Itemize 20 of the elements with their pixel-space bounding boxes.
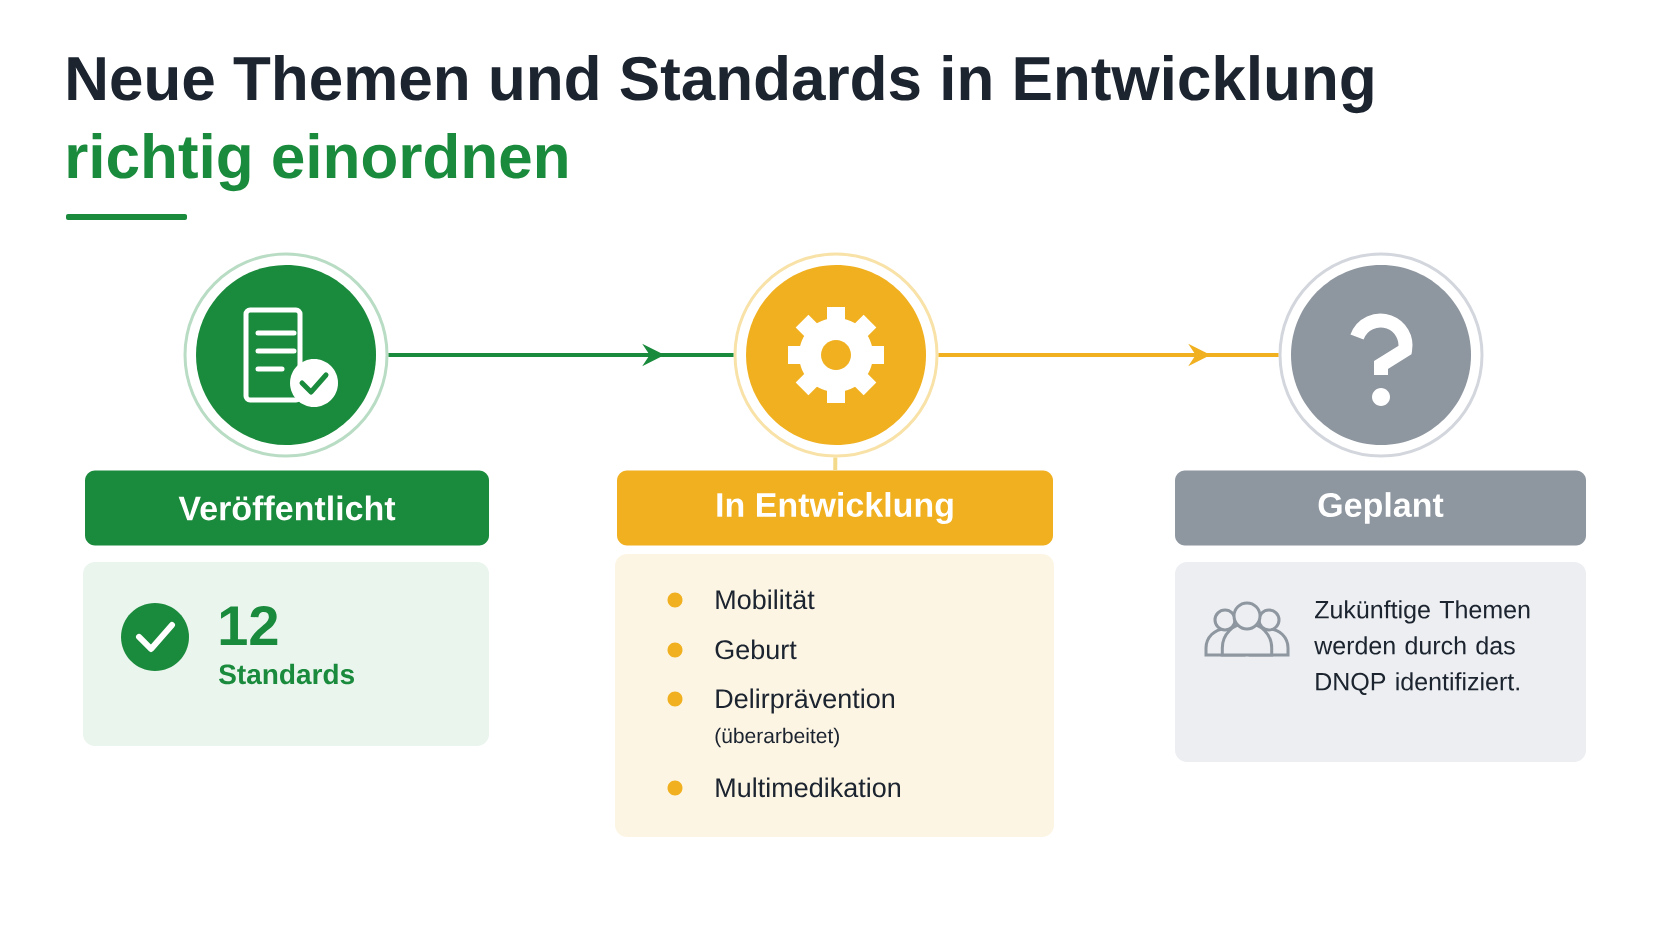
stage-header: Veröffentlicht [85,470,489,546]
count-label: Standards [219,663,354,685]
item-note: (überarbeitet) [715,727,839,748]
card [83,562,489,746]
list-item: Geburt [715,639,797,660]
subtitle: richtig einordnen [68,133,567,192]
connector-line [833,457,838,471]
note-text: Zukünftige Themen werden durch das DNQP identifiziert. [1314,600,1530,695]
card [1175,562,1586,762]
stage-header: Geplant [1175,470,1586,546]
list-item: Mobilität [716,589,815,610]
list-item: Delirprävention [716,688,894,714]
question-icon [1278,252,1484,458]
stage-header: In Entwicklung [617,470,1053,546]
card [615,554,1054,837]
count: 12 [220,605,278,645]
gear-icon [733,252,939,458]
document-icon [183,252,389,458]
list-item: Multimedikation [716,777,900,798]
title: Neue Themen und Standards in Entwicklung [68,55,1373,114]
